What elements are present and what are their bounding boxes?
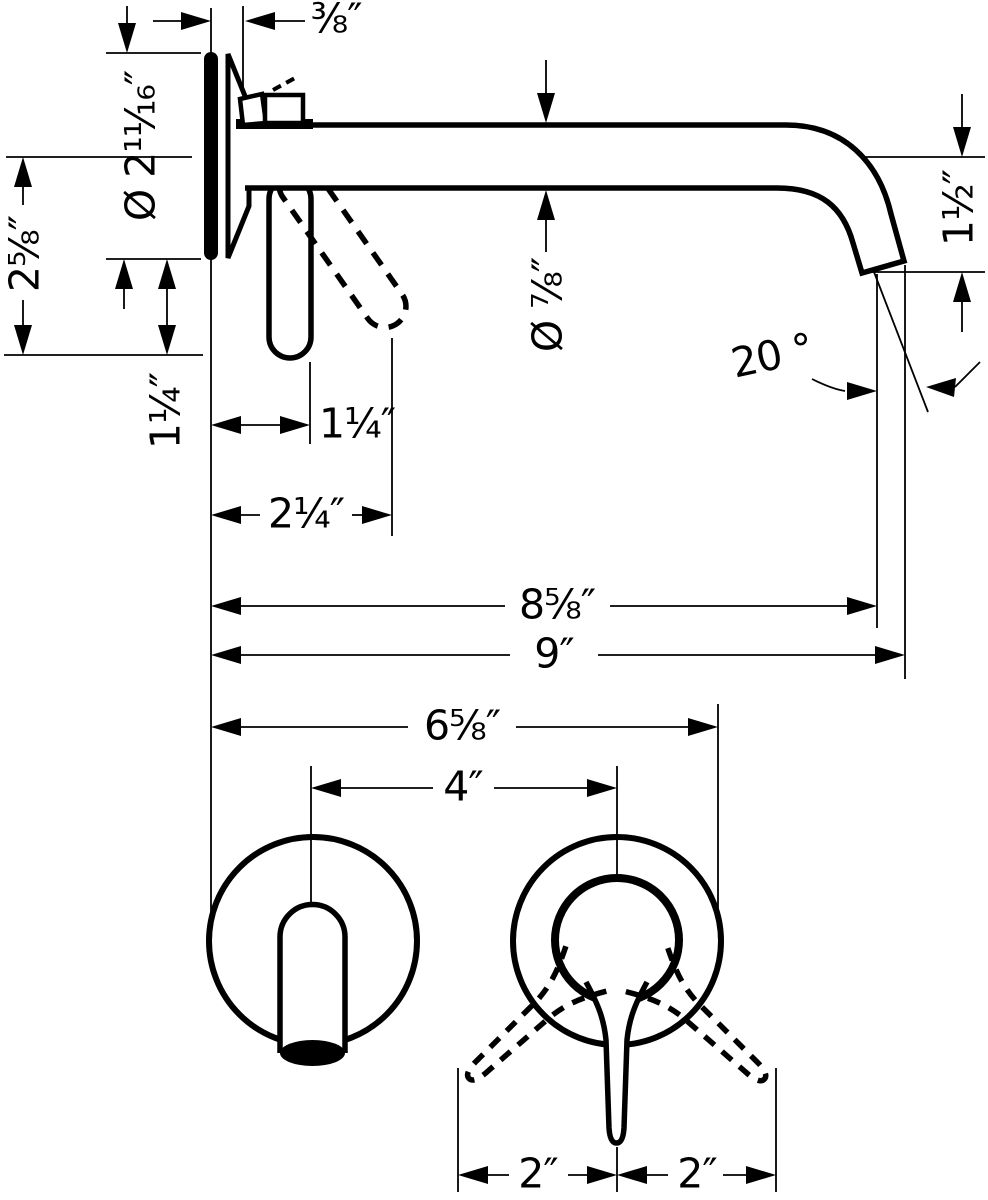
handle-base-swung-dash [272,76,296,92]
dim-label-spout-diameter: Ø ⁷⁄₈″ [523,257,572,353]
spray-angle-line [873,271,929,413]
spout-front [277,901,348,1053]
extension-lines-front [310,704,777,1192]
dim-label-center-to-handle-end: 2⁵⁄₈″ [0,215,49,293]
handle-lever-side [266,175,314,361]
dim-label-escutcheon-span: 6⁵⁄₈″ [423,701,501,750]
dim-label-escutcheon-diameter: Ø 2¹¹⁄₁₆″ [116,70,165,222]
dim-label-spout-drop: 1¹⁄₂″ [934,169,983,247]
spout-side [245,122,908,277]
spout-outlet-front [280,1040,345,1066]
dim-label-wall-to-handle-swung: 2¹⁄₄″ [267,489,345,538]
handle-lever-front-swung-left [464,945,609,1083]
dim-label-spout-reach: 9″ [534,629,574,678]
handle-lever-front-swung-right [625,946,769,1084]
dim-label-handle-swing-left: 2″ [518,1149,558,1198]
dim-label-wall-to-spout: ³⁄₈″ [310,0,362,43]
side-view [4,6,985,920]
front-view [206,704,777,1192]
dimensions-side [14,6,981,664]
dimensions-front [211,718,776,1184]
handle-lever-front [583,980,650,1146]
dim-label-wall-to-aerator: 8⁵⁄₈″ [518,580,596,629]
handle-base-side [236,76,313,129]
escutcheon-backplate-side [204,52,218,260]
dim-label-wall-to-handle: 1¹⁄₄″ [318,399,396,448]
dim-label-center-distance: 4″ [443,762,483,811]
dim-label-handle-swing-right: 2″ [677,1149,717,1198]
dim-label-escutcheon-to-handle-end: 1¹⁄₄″ [141,372,190,450]
